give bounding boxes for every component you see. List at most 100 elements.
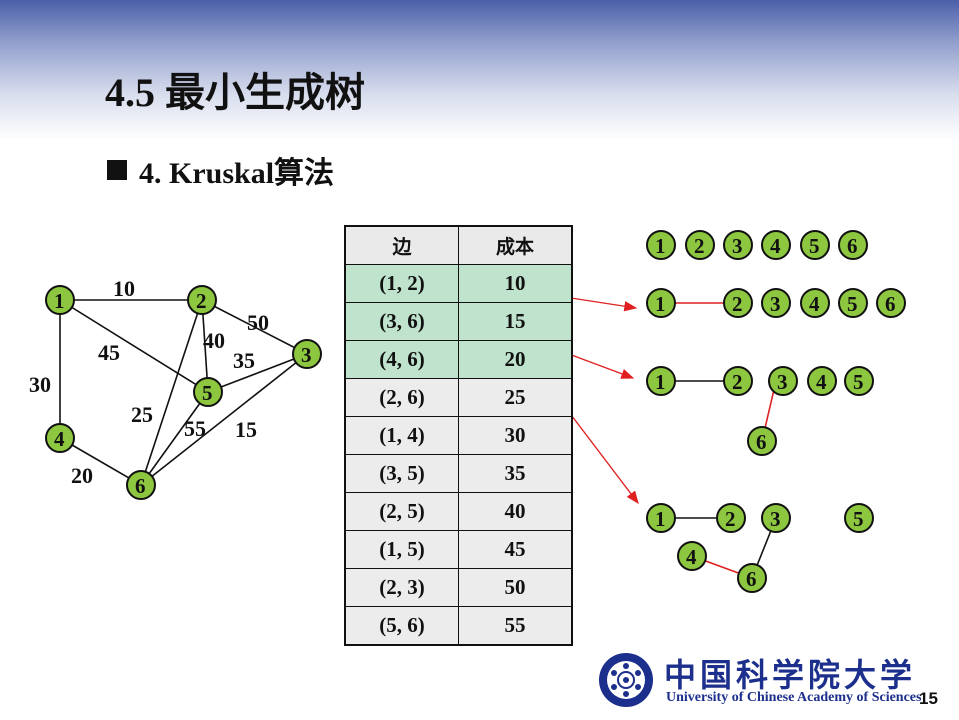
svg-text:5: 5	[853, 507, 864, 531]
svg-text:1: 1	[655, 507, 666, 531]
svg-text:5: 5	[809, 234, 820, 258]
cost-cell: 50	[458, 568, 573, 607]
step0-node-5: 5	[800, 230, 830, 260]
svg-text:1: 1	[655, 234, 666, 258]
step0-node-1: 1	[646, 230, 676, 260]
edge-cost-table: 边 成本 (1, 2)10 (3, 6)15 (4, 6)20 (2, 6)25…	[344, 225, 573, 646]
svg-text:1: 1	[655, 370, 666, 394]
edge-2-3	[201, 299, 308, 355]
step-3-forest: 1 2 3 4 5 6	[646, 503, 874, 593]
weight-2-3: 50	[247, 310, 269, 335]
weight-3-6: 15	[235, 417, 257, 442]
cost-cell: 20	[458, 340, 573, 379]
edge-cell: (4, 6)	[344, 340, 459, 379]
table-row: (2, 5)40	[344, 492, 573, 531]
step-2-forest: 1 2 3 4 5 6	[646, 366, 874, 456]
step0-node-2: 2	[685, 230, 715, 260]
step0-node-6: 6	[838, 230, 868, 260]
graph-node-6: 6	[126, 470, 156, 500]
logo-text-cn: 中国科学院大学	[664, 657, 917, 693]
graph-node-3: 3	[292, 339, 322, 369]
step1-node-6: 6	[876, 288, 906, 318]
svg-text:6: 6	[756, 430, 767, 454]
step3-node-4: 4	[677, 541, 707, 571]
cost-cell: 30	[458, 416, 573, 455]
graph-node-1: 1	[45, 285, 75, 315]
edge-weights: 10 15 20 25 30 35 40 45 50 55	[29, 276, 269, 488]
step2-node-1: 1	[646, 366, 676, 396]
step1-node-3: 3	[761, 288, 791, 318]
svg-text:2: 2	[694, 234, 705, 258]
edge-cell: (5, 6)	[344, 606, 459, 646]
weight-2-6: 25	[131, 402, 153, 427]
edge-4-6	[59, 437, 142, 486]
svg-text:3: 3	[770, 292, 781, 316]
slide-title: 4.5 最小生成树	[105, 70, 365, 115]
svg-text:5: 5	[847, 292, 858, 316]
svg-text:4: 4	[816, 370, 827, 394]
section-heading: 4. Kruskal算法	[107, 148, 334, 192]
section-heading-text: 4. Kruskal算法	[139, 157, 335, 190]
edge-2-5	[201, 299, 209, 393]
table-row: (4, 6)20	[344, 340, 573, 379]
svg-text:4: 4	[686, 545, 697, 569]
svg-text:3: 3	[301, 343, 312, 367]
step1-node-1: 1	[646, 288, 676, 318]
title-band	[0, 0, 959, 140]
ucas-emblem-icon	[599, 653, 653, 707]
header-cost: 成本	[458, 225, 573, 265]
weight-4-6: 20	[71, 463, 93, 488]
table-row: (3, 5)35	[344, 454, 573, 493]
svg-text:3: 3	[777, 370, 788, 394]
weight-1-2: 10	[113, 276, 135, 301]
svg-text:3: 3	[732, 234, 743, 258]
svg-text:4: 4	[54, 427, 65, 451]
table-row: (1, 4)30	[344, 416, 573, 455]
edge-cell: (1, 5)	[344, 530, 459, 569]
step2-node-3: 3	[768, 366, 798, 396]
svg-text:2: 2	[725, 507, 736, 531]
edge-3-6	[140, 353, 308, 486]
edge-2-6	[140, 299, 203, 486]
step3-node-5: 5	[844, 503, 874, 533]
step2-node-2: 2	[723, 366, 753, 396]
edge-cell: (2, 6)	[344, 378, 459, 417]
graph-nodes: 1 2 3 4 5 6	[45, 285, 322, 500]
svg-text:4: 4	[809, 292, 820, 316]
weight-1-5: 45	[98, 340, 120, 365]
graph-node-4: 4	[45, 423, 75, 453]
table-row: (2, 6)25	[344, 378, 573, 417]
svg-text:2: 2	[732, 292, 743, 316]
logo-area	[594, 648, 934, 712]
svg-text:6: 6	[746, 567, 757, 591]
step1-node-4: 4	[800, 288, 830, 318]
cost-cell: 15	[458, 302, 573, 341]
step3-node-6: 6	[737, 563, 767, 593]
svg-text:1: 1	[54, 289, 65, 313]
svg-text:4: 4	[770, 234, 781, 258]
svg-text:2: 2	[196, 289, 207, 313]
step1-node-5: 5	[838, 288, 868, 318]
step-1-forest: 1 2 3 4 5 6	[646, 288, 906, 318]
graph-node-2: 2	[187, 285, 217, 315]
edge-3-5	[207, 353, 308, 393]
svg-text:6: 6	[847, 234, 858, 258]
bullet-square-icon	[107, 160, 127, 180]
table-row: (3, 6)15	[344, 302, 573, 341]
step-0-forest: 1 2 3 4 5 6	[646, 230, 868, 260]
weight-3-5: 35	[233, 348, 255, 373]
svg-text:5: 5	[202, 381, 213, 405]
step3-node-1: 1	[646, 503, 676, 533]
edge-cell: (2, 3)	[344, 568, 459, 607]
step2-node-5: 5	[844, 366, 874, 396]
step3-node-2: 2	[716, 503, 746, 533]
table-header-row: 边 成本	[344, 225, 573, 265]
logo-text-en: University of Chinese Academy of Science…	[666, 690, 922, 705]
cost-cell: 25	[458, 378, 573, 417]
graph-edges	[59, 299, 308, 486]
svg-text:1: 1	[655, 292, 666, 316]
svg-text:5: 5	[853, 370, 864, 394]
table-row: (1, 5)45	[344, 530, 573, 569]
edge-cell: (3, 6)	[344, 302, 459, 341]
